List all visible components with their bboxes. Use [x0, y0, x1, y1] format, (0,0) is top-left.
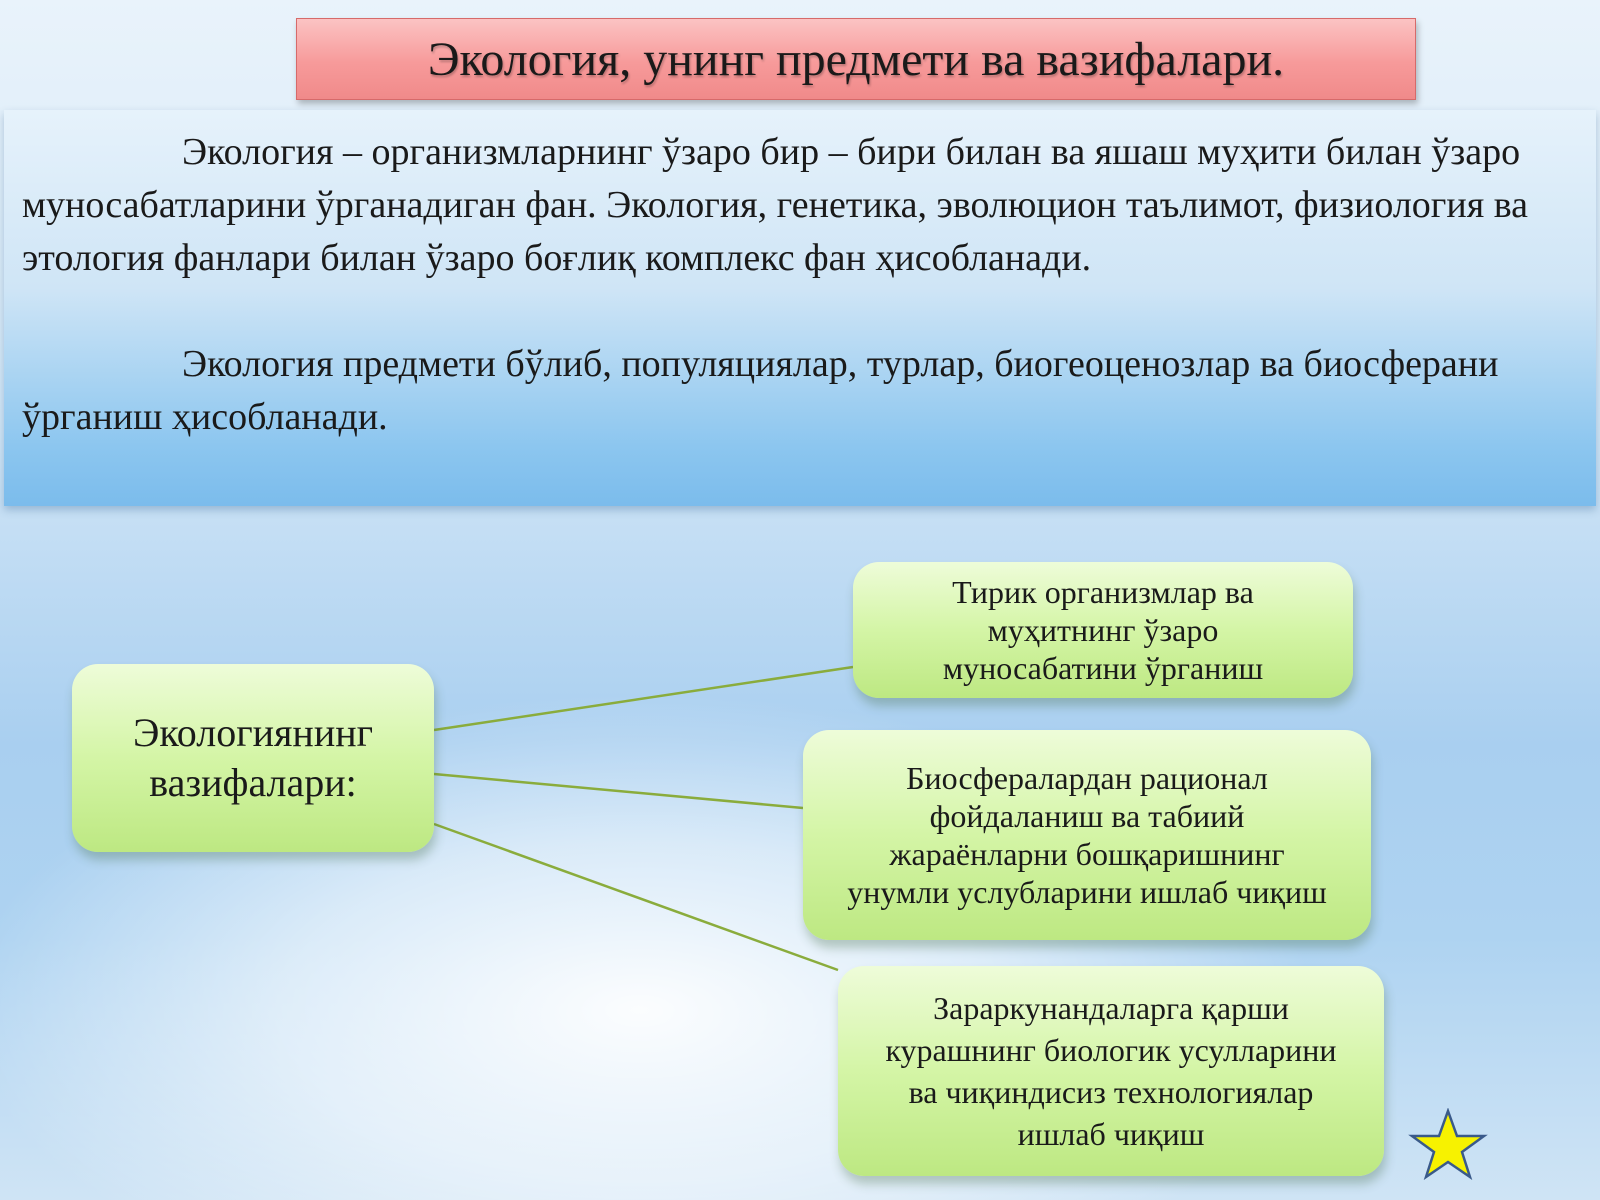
task-node-2: Биосфералардан рационал фойдаланиш ва та…	[803, 730, 1371, 940]
connector-line-1	[433, 665, 854, 732]
task-node-label: Зараркунандаларга қарши курашнинг биолог…	[885, 990, 1337, 1152]
star-shape	[1408, 1108, 1488, 1180]
slide-title: Экология, унинг предмети ва вазифалари.	[427, 32, 1285, 86]
task-node-label: Тирик организмлар ва муҳитнинг ўзаро мун…	[942, 574, 1264, 686]
task-node-1: Тирик организмлар ва муҳитнинг ўзаро мун…	[853, 562, 1353, 698]
center-node-label: Экологиянинг вазифалари:	[132, 710, 374, 805]
definition-panel: Экология – организмларнинг ўзаро бир – б…	[4, 110, 1596, 506]
connector-line-2	[433, 772, 804, 810]
star-icon[interactable]	[1408, 1108, 1488, 1180]
task-node-label: Биосфералардан рационал фойдаланиш ва та…	[847, 760, 1327, 910]
subject-paragraph: Экология предмети бўлиб, популяциялар, т…	[22, 343, 1499, 438]
connector-line-3	[433, 822, 839, 972]
task-node-3: Зараркунандаларга қарши курашнинг биолог…	[838, 966, 1384, 1176]
slide-title-box: Экология, унинг предмети ва вазифалари.	[296, 18, 1416, 100]
diagram-center-node: Экологиянинг вазифалари:	[72, 664, 434, 852]
definition-paragraph: Экология – организмларнинг ўзаро бир – б…	[22, 131, 1529, 279]
